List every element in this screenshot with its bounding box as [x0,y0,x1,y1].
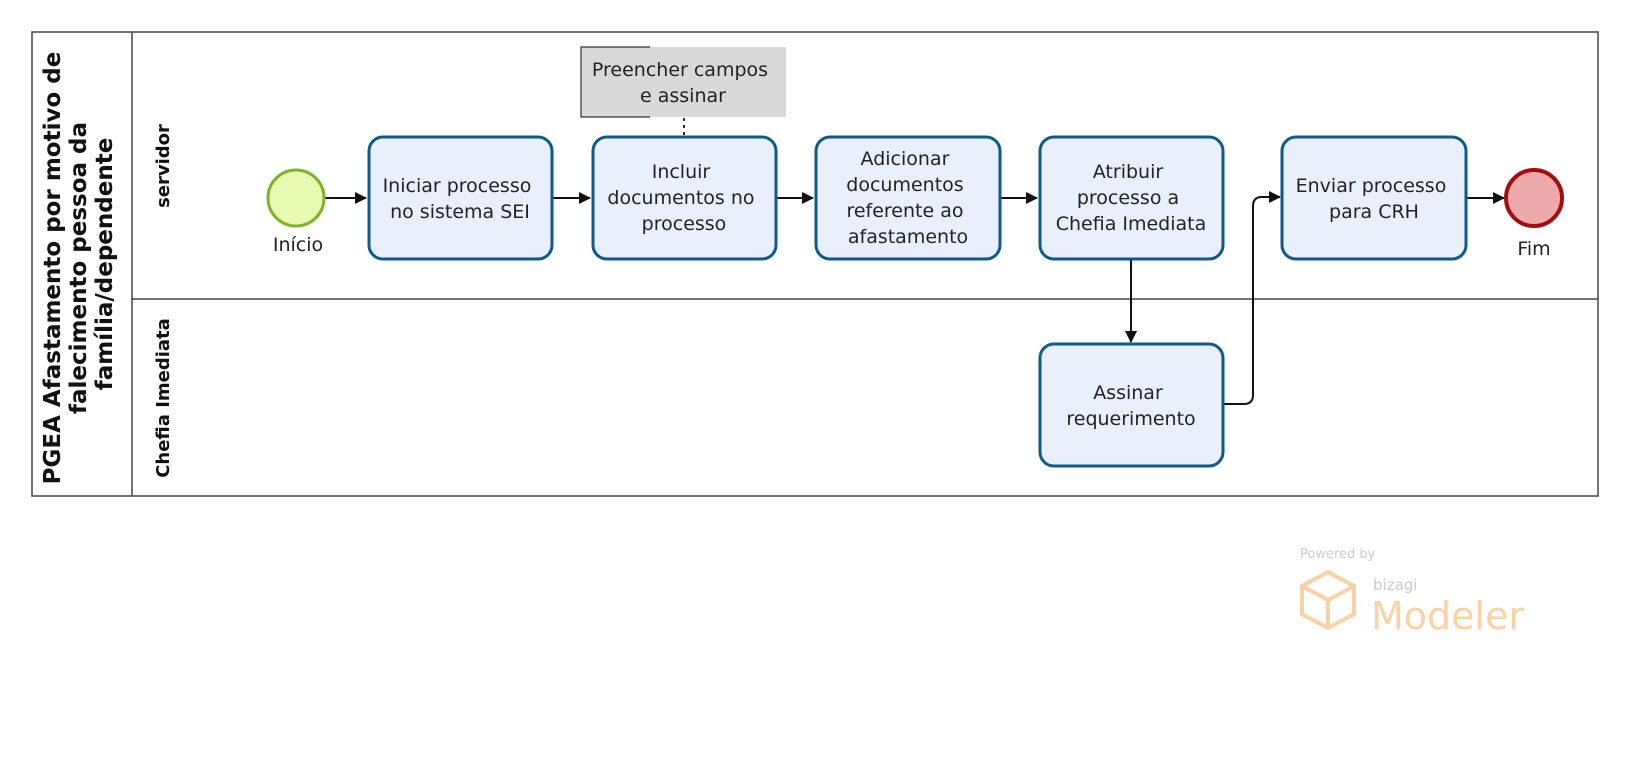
task-label: Atribuir processo a Chefia Imediata [1056,161,1207,235]
bizagi-watermark: Powered by bizagi Modeler [1300,547,1524,638]
annotation-bracket [580,46,650,118]
pool-title-line: PGEA Afastamento por motivo de [40,52,66,485]
lane-label-chefia: Chefia Imediata [153,318,174,478]
task-box [1280,135,1468,261]
task-box [1038,342,1225,468]
task-box [814,135,1002,261]
watermark-product: Modeler [1371,594,1524,638]
task-label: Adicionar documentos referente ao afasta… [846,148,969,248]
end-event-circle [1504,168,1564,228]
annotation-text: Preencher campos e assinar [592,59,774,107]
start-event-circle [266,168,326,228]
task-label: Incluir documentos no processo [607,161,760,235]
task-enviar-processo[interactable]: Enviar processo para CRH [1280,135,1468,261]
watermark-brand: bizagi [1373,576,1417,594]
start-event-label: Início [273,234,323,256]
task-iniciar-processo[interactable]: Iniciar processo no sistema SEI [367,135,554,261]
watermark-powered-by: Powered by [1300,547,1376,562]
bizagi-logo-icon [1300,569,1356,631]
task-label: Enviar processo para CRH [1296,175,1453,223]
annotation-box [581,47,786,117]
task-adicionar-documentos[interactable]: Adicionar documentos referente ao afasta… [814,135,1002,261]
task-label: Assinar requerimento [1066,382,1195,430]
task-atribuir-processo[interactable]: Atribuir processo a Chefia Imediata [1038,135,1225,261]
task-assinar-requerimento[interactable]: Assinar requerimento [1038,342,1225,468]
task-box [367,135,554,261]
end-event-label: Fim [1517,238,1550,260]
pool-title: PGEA Afastamento por motivo de falecimen… [40,44,118,485]
end-event[interactable]: Fim [1504,168,1564,260]
lane-label-servidor: servidor [153,124,174,208]
sequence-flows [325,191,1505,405]
start-event[interactable]: Início [266,168,326,256]
task-label: Iniciar processo no sistema SEI [383,175,538,223]
task-incluir-documentos[interactable]: Incluir documentos no processo [591,135,778,261]
pool-title-line: falecimento pessoa da [66,122,92,414]
pool-title-line: família/dependente [92,138,118,391]
text-annotation[interactable]: Preencher campos e assinar [580,46,786,137]
pool-border [31,31,1599,497]
pool: PGEA Afastamento por motivo de falecimen… [31,31,1599,497]
flow-t6-t5 [1223,191,1281,405]
task-box [1038,135,1225,261]
task-box [591,135,778,261]
